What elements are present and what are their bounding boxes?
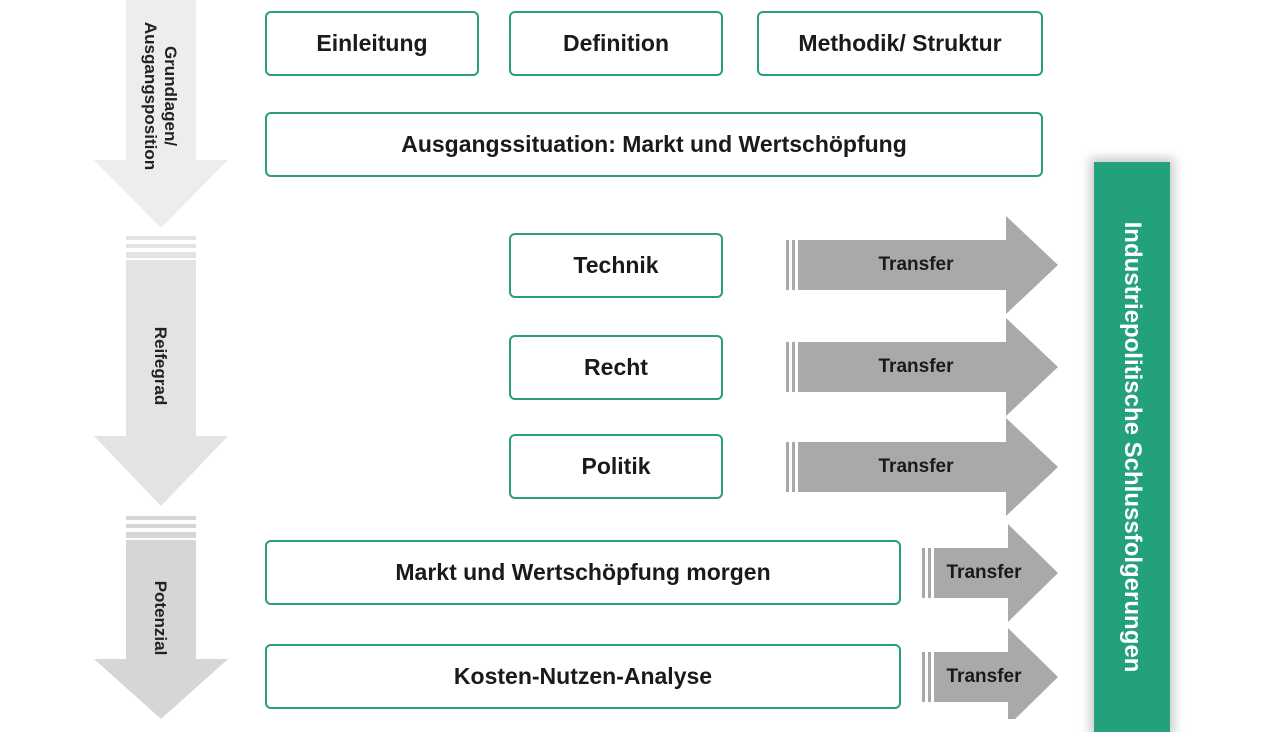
transfer-label-kosten-nutzen: Transfer [946,666,1022,687]
transfer-arrow-politik [786,418,1058,516]
stage-arrow-potenzial [94,516,228,719]
transfer-label-politik: Transfer [878,456,954,477]
stage-label-potenzial: Potenzial [151,580,170,656]
box-technik: Technik [509,233,723,298]
transfer-arrow-technik [786,216,1058,314]
transfer-arrow-markt-morgen [922,524,1058,622]
box-definition: Definition [509,11,723,76]
box-einleitung: Einleitung [265,11,479,76]
stage-label-grundlagen: Grundlagen/ Ausgangsposition [141,21,180,171]
conclusion-bar: Industriepolitische Schlussfolgerungen [1094,162,1170,732]
transfer-label-recht: Transfer [878,356,954,377]
stage-arrow-grundlagen [94,0,228,228]
conclusion-label: Industriepolitische Schlussfolgerungen [1119,221,1146,673]
box-methodik: Methodik/ Struktur [757,11,1043,76]
box-recht: Recht [509,335,723,400]
transfer-label-markt-morgen: Transfer [946,562,1022,583]
stage-arrow-reifegrad [94,236,228,506]
box-politik: Politik [509,434,723,499]
box-kosten-nutzen: Kosten-Nutzen-Analyse [265,644,901,709]
transfer-arrow-recht [786,318,1058,416]
transfer-label-technik: Transfer [878,254,954,275]
stage-label-reifegrad: Reifegrad [151,326,170,406]
box-ausgangssituation: Ausgangssituation: Markt und Wertschöpfu… [265,112,1043,177]
box-markt-morgen: Markt und Wertschöpfung morgen [265,540,901,605]
transfer-arrow-kosten-nutzen [922,628,1058,719]
